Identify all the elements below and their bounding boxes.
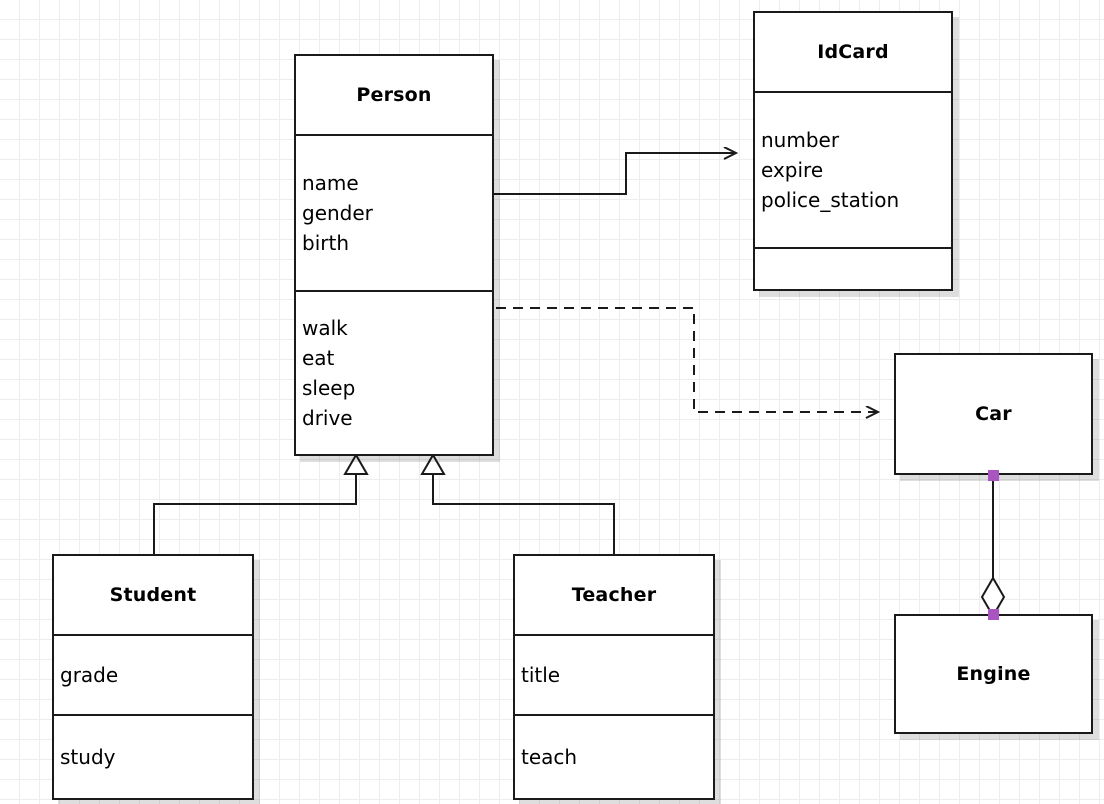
class-title-compartment: Car <box>896 355 1091 473</box>
edge-handle-car-end[interactable] <box>988 470 999 481</box>
attribute-item: number <box>761 128 840 152</box>
class-name-student: Student <box>109 584 197 606</box>
class-methods-compartment: teach <box>515 714 713 798</box>
class-box-person[interactable]: Person name gender birth walk eat sleep … <box>294 54 494 456</box>
class-title-compartment: Teacher <box>515 556 713 634</box>
attribute-item: name <box>302 171 359 195</box>
class-title-compartment: Engine <box>896 616 1091 732</box>
class-name-idcard: IdCard <box>817 41 889 63</box>
class-attributes-compartment: name gender birth <box>296 134 492 290</box>
method-item: sleep <box>302 376 356 400</box>
method-item: eat <box>302 346 335 370</box>
class-box-student[interactable]: Student grade study <box>52 554 254 800</box>
class-box-idcard[interactable]: IdCard number expire police_station <box>753 11 953 291</box>
class-methods-compartment <box>755 247 951 289</box>
class-attributes-compartment: number expire police_station <box>755 91 951 247</box>
class-title-compartment: Person <box>296 56 492 134</box>
edge-student-person <box>153 453 369 554</box>
method-item: walk <box>302 316 348 340</box>
edge-person-idcard <box>494 153 736 195</box>
class-title-compartment: IdCard <box>755 13 951 91</box>
class-attributes-compartment: grade <box>54 634 252 714</box>
attribute-item: title <box>521 663 561 687</box>
class-name-teacher: Teacher <box>571 584 657 606</box>
class-title-compartment: Student <box>54 556 252 634</box>
edge-teacher-person <box>420 453 615 554</box>
edge-handle-engine-end[interactable] <box>988 609 999 620</box>
method-item: drive <box>302 406 353 430</box>
attribute-item: birth <box>302 231 349 255</box>
edge-car-engine <box>980 476 1006 618</box>
method-item: teach <box>521 745 578 769</box>
class-attributes-compartment: title <box>515 634 713 714</box>
class-box-teacher[interactable]: Teacher title teach <box>513 554 715 800</box>
class-methods-compartment: study <box>54 714 252 798</box>
attribute-item: police_station <box>761 188 900 212</box>
class-name-engine: Engine <box>956 663 1031 685</box>
edge-person-car <box>496 307 878 412</box>
class-name-person: Person <box>356 84 432 106</box>
attribute-item: gender <box>302 201 373 225</box>
class-box-car[interactable]: Car <box>894 353 1093 475</box>
attribute-item: expire <box>761 158 824 182</box>
attribute-item: grade <box>60 663 119 687</box>
class-methods-compartment: walk eat sleep drive <box>296 290 492 454</box>
class-name-car: Car <box>975 403 1012 425</box>
method-item: study <box>60 745 116 769</box>
class-box-engine[interactable]: Engine <box>894 614 1093 734</box>
